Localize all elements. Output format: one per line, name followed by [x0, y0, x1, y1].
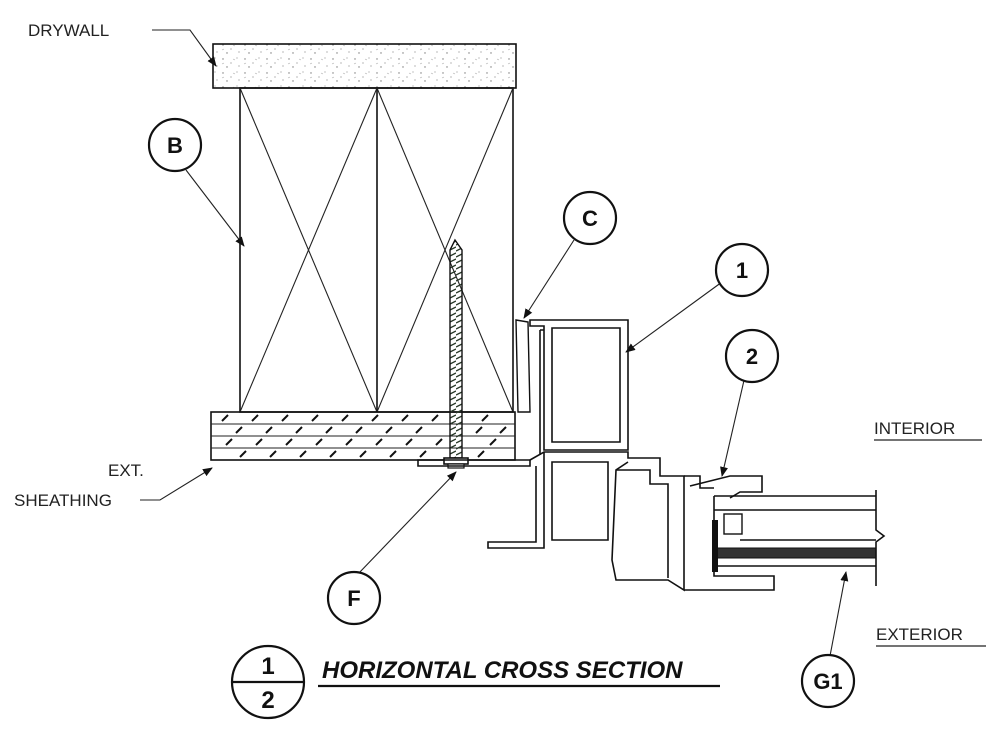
ext-sheathing-label-line1: EXT.	[108, 461, 144, 480]
ext-sheathing-label-line2: SHEATHING	[14, 491, 112, 510]
section-title: HORIZONTAL CROSS SECTION	[322, 657, 683, 684]
title-block: 1 2 HORIZONTAL CROSS SECTION	[230, 644, 720, 720]
leader-lines	[140, 29, 849, 657]
shim	[515, 319, 531, 413]
callout-c: C	[562, 190, 618, 246]
interior-label: INTERIOR	[874, 419, 982, 441]
svg-text:INTERIOR: INTERIOR	[874, 419, 955, 438]
window-frame-profile	[417, 319, 775, 592]
drywall-label: DRYWALL	[28, 21, 109, 40]
exterior-label: EXTERIOR	[876, 625, 986, 647]
wood-stud-block	[239, 87, 514, 413]
callout-g1: G1	[800, 653, 856, 709]
exterior-sheathing	[210, 411, 516, 461]
sheet-number: 2	[261, 687, 274, 714]
fastener-screw	[443, 238, 469, 469]
drywall-board	[212, 43, 517, 89]
callout-b-text: B	[167, 133, 183, 158]
callout-g1-text: G1	[813, 669, 842, 694]
detail-number: 1	[261, 653, 274, 680]
callout-2-text: 2	[746, 344, 758, 369]
callout-2: 2	[724, 328, 780, 384]
callout-1-text: 1	[736, 258, 748, 283]
insulated-glass-unit	[712, 490, 886, 586]
callout-c-text: C	[582, 206, 598, 231]
callout-b: B	[147, 117, 203, 173]
callout-1: 1	[714, 242, 770, 298]
callout-f: F	[326, 570, 382, 626]
svg-text:EXTERIOR: EXTERIOR	[876, 625, 963, 644]
callout-f-text: F	[347, 586, 360, 611]
